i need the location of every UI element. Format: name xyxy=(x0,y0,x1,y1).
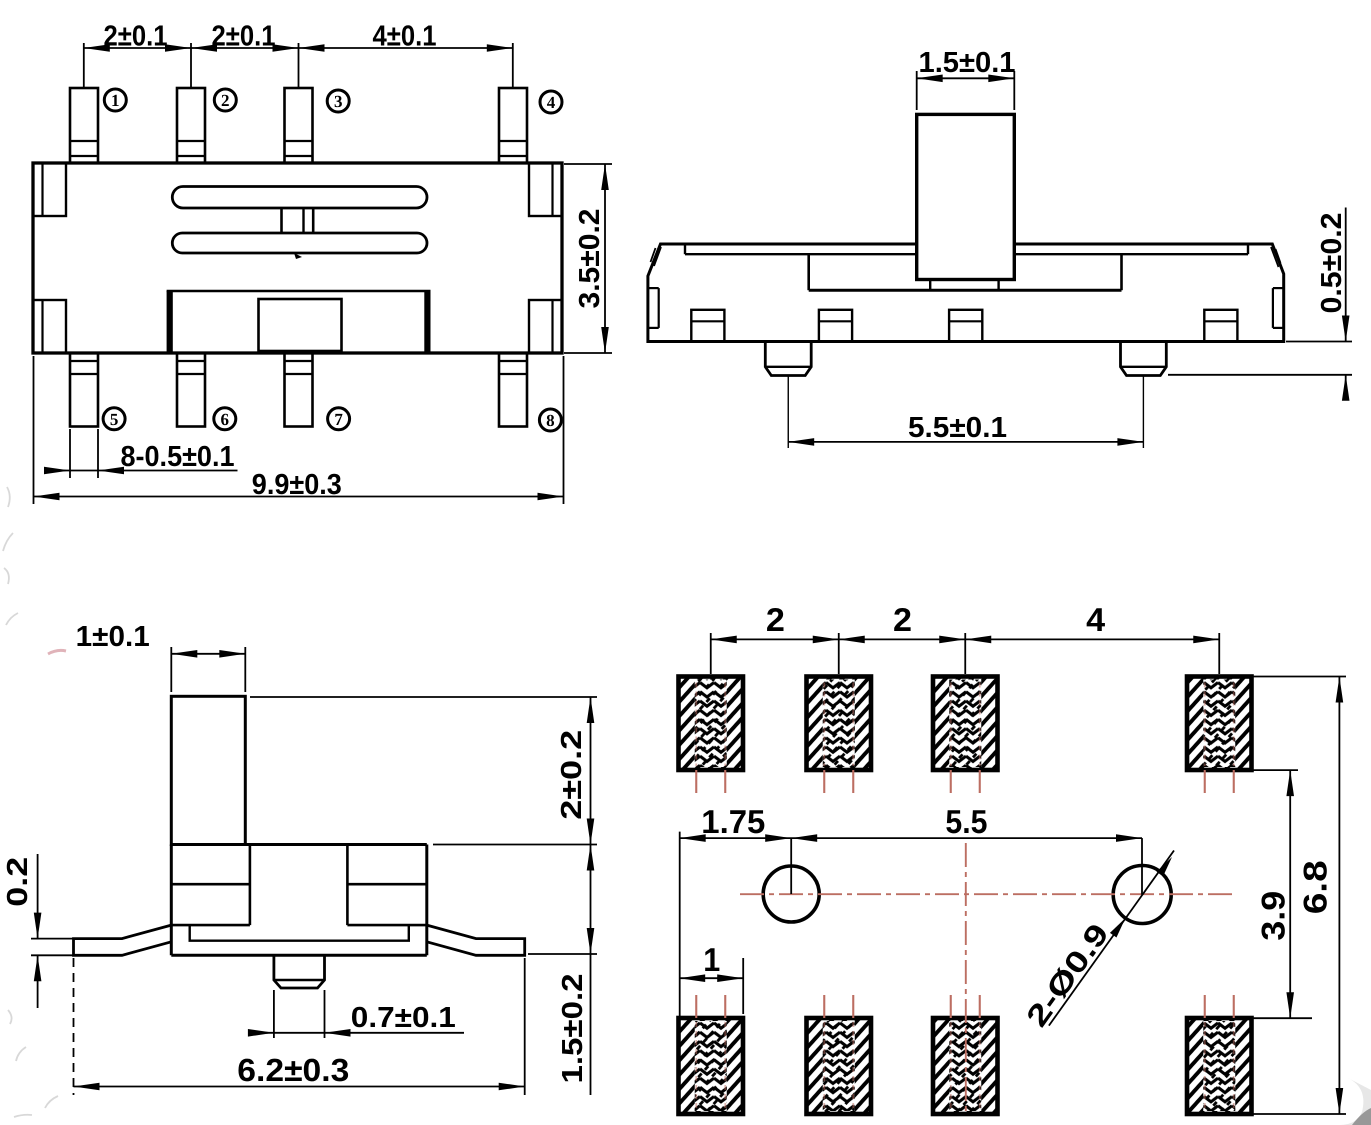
svg-text:8: 8 xyxy=(546,411,555,430)
svg-text:1.5±0.1: 1.5±0.1 xyxy=(919,47,1016,79)
svg-text:2: 2 xyxy=(221,91,230,110)
svg-text:3: 3 xyxy=(334,92,343,111)
svg-text:4: 4 xyxy=(547,93,556,112)
svg-text:1.75: 1.75 xyxy=(701,803,765,840)
svg-text:1: 1 xyxy=(111,91,120,110)
svg-text:6.8: 6.8 xyxy=(1297,860,1334,914)
svg-text:2±0.2: 2±0.2 xyxy=(556,730,588,820)
svg-text:8-0.5±0.1: 8-0.5±0.1 xyxy=(121,441,235,473)
svg-text:6: 6 xyxy=(221,410,230,429)
svg-text:2: 2 xyxy=(766,601,785,638)
svg-text:2±0.1: 2±0.1 xyxy=(104,21,168,53)
svg-text:3.5±0.2: 3.5±0.2 xyxy=(574,209,606,309)
svg-text:3.9: 3.9 xyxy=(1255,891,1292,941)
svg-text:4: 4 xyxy=(1086,601,1106,638)
svg-text:0.5±0.2: 0.5±0.2 xyxy=(1316,213,1348,314)
svg-text:6.2±0.3: 6.2±0.3 xyxy=(237,1052,349,1088)
svg-text:0.7±0.1: 0.7±0.1 xyxy=(351,1002,456,1034)
svg-text:1.5±0.2: 1.5±0.2 xyxy=(557,974,589,1084)
svg-text:1: 1 xyxy=(703,941,720,978)
svg-text:9.9±0.3: 9.9±0.3 xyxy=(252,469,342,501)
svg-text:4±0.1: 4±0.1 xyxy=(373,21,437,53)
svg-text:0.2: 0.2 xyxy=(2,857,34,907)
svg-text:2: 2 xyxy=(893,601,912,638)
svg-text:5: 5 xyxy=(110,410,119,429)
svg-text:1±0.1: 1±0.1 xyxy=(76,621,150,653)
svg-text:5.5±0.1: 5.5±0.1 xyxy=(908,412,1007,444)
svg-text:5.5: 5.5 xyxy=(945,803,987,840)
svg-text:2±0.1: 2±0.1 xyxy=(212,21,276,53)
svg-text:7: 7 xyxy=(334,410,343,429)
